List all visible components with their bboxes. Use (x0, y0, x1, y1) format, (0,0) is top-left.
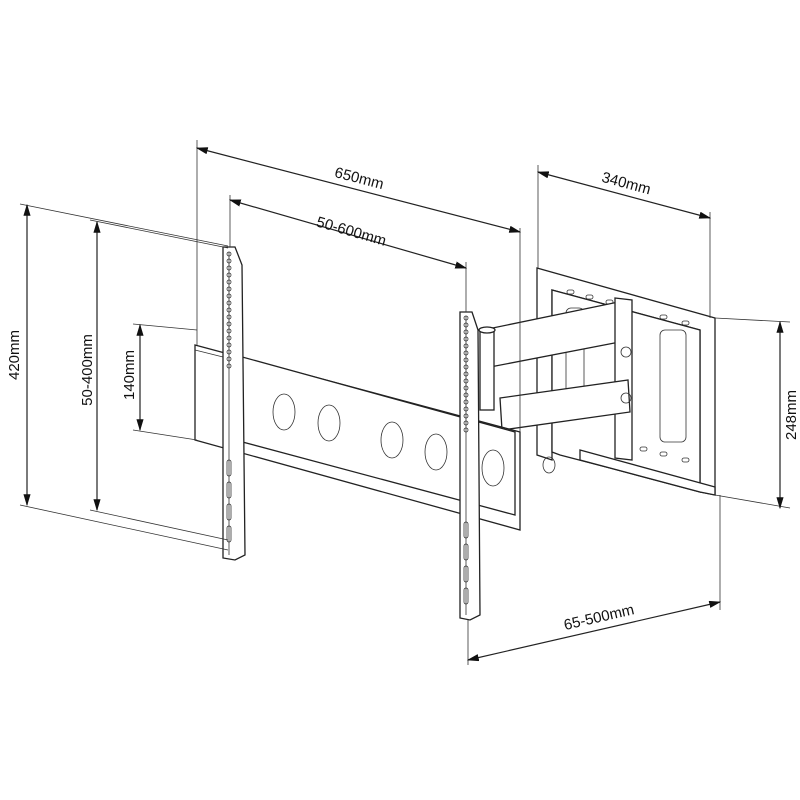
bracket-hole (226, 349, 232, 355)
bracket-hole (463, 420, 469, 426)
bracket-hole (226, 293, 232, 299)
label-140mm: 140mm (121, 350, 138, 400)
bracket-hole (226, 279, 232, 285)
bracket-hole (226, 356, 232, 362)
bracket-slot (463, 521, 469, 539)
left-vesa-bracket (222, 246, 246, 561)
bracket-hole (226, 363, 232, 369)
label-420mm: 420mm (6, 330, 23, 380)
bracket-hole (226, 342, 232, 348)
bracket-slot (463, 587, 469, 605)
bracket-hole (463, 322, 469, 328)
label-340mm: 340mm (600, 169, 653, 198)
bracket-hole (463, 378, 469, 384)
bracket-hole (226, 300, 232, 306)
bracket-hole (226, 272, 232, 278)
bracket-hole (463, 371, 469, 377)
bracket-slot (226, 459, 232, 477)
bracket-hole (226, 314, 232, 320)
tv-rail (194, 344, 521, 531)
bracket-hole (463, 385, 469, 391)
bracket-slot (463, 565, 469, 583)
bracket-hole (463, 427, 469, 433)
label-50-600mm: 50-600mm (314, 214, 388, 250)
bracket-hole (463, 413, 469, 419)
bracket-hole (463, 392, 469, 398)
bracket-hole (463, 329, 469, 335)
right-vesa-bracket (459, 311, 481, 621)
bracket-hole (463, 336, 469, 342)
bracket-slot (463, 543, 469, 561)
label-650mm: 650mm (333, 164, 386, 193)
label-50-400mm: 50-400mm (79, 334, 96, 406)
bracket-hole (463, 343, 469, 349)
bracket-slot (226, 503, 232, 521)
bracket-hole (463, 357, 469, 363)
bracket-hole (463, 364, 469, 370)
bracket-hole (226, 307, 232, 313)
bracket-slot (226, 525, 232, 543)
bracket-hole (226, 321, 232, 327)
bracket-hole (463, 350, 469, 356)
bracket-hole (463, 315, 469, 321)
label-65-500mm: 65-500mm (562, 601, 636, 634)
bracket-hole (463, 406, 469, 412)
bracket-hole (463, 399, 469, 405)
bracket-slot (226, 481, 232, 499)
bracket-hole (226, 286, 232, 292)
bracket-hole (226, 328, 232, 334)
dimension-lines (19, 140, 791, 665)
bracket-hole (226, 335, 232, 341)
label-248mm: 248mm (783, 390, 800, 440)
